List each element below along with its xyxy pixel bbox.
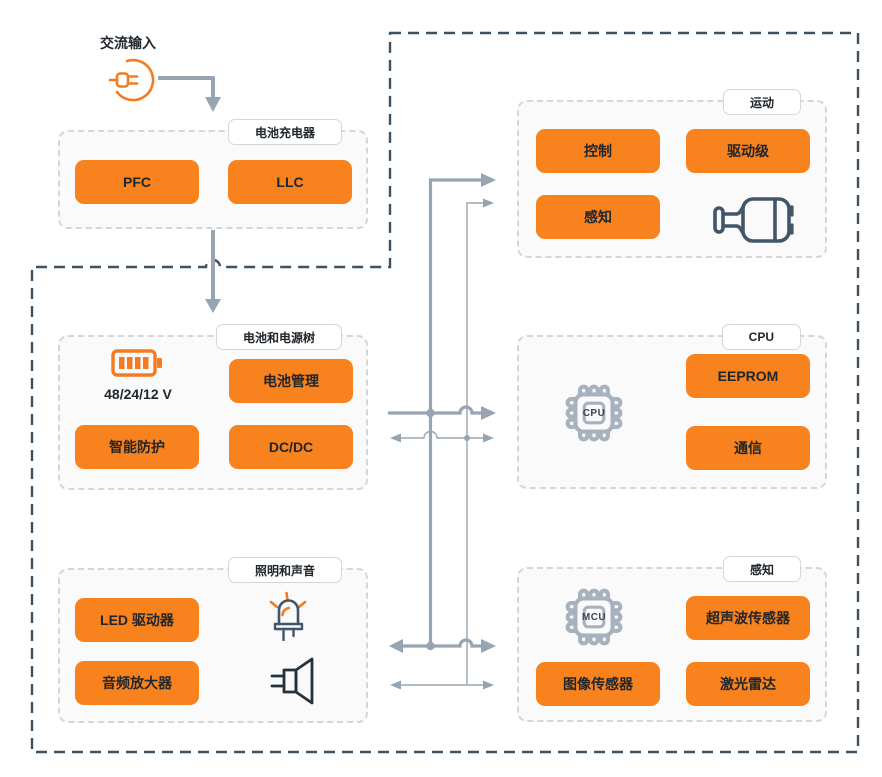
group-battery-power-tree-tab: 电池和电源树 [215, 324, 342, 350]
block-image-sensor[interactable]: 图像传感器 [536, 662, 660, 706]
led-lamp-icon [266, 589, 310, 641]
motor-icon [712, 192, 802, 247]
group-cpu-tab: CPU [721, 324, 801, 350]
block-dcdc[interactable]: DC/DC [229, 425, 353, 469]
mcu-chip-label: MCU [581, 611, 607, 623]
block-audio-amplifier[interactable]: 音频放大器 [75, 661, 199, 705]
group-motion-tab: 运动 [722, 89, 801, 115]
ac-plug-icon [108, 54, 160, 106]
mcu-chip-icon: MCU [562, 585, 626, 649]
block-llc[interactable]: LLC [228, 160, 352, 204]
charger-to-battery-arrow [205, 230, 221, 313]
block-ultrasonic-sensor[interactable]: 超声波传感器 [686, 596, 810, 640]
block-motion-control[interactable]: 控制 [536, 129, 660, 173]
battery-icon [111, 348, 165, 378]
cpu-chip-label: CPU [582, 407, 606, 419]
battery-voltage-indicator: 48/24/12 V [78, 348, 198, 402]
block-smart-protection[interactable]: 智能防护 [75, 425, 199, 469]
block-led-driver[interactable]: LED 驱动器 [75, 598, 199, 642]
group-battery-power-tree: 电池和电源树 电池管理 智能防护 DC/DC [58, 324, 368, 490]
group-lighting-sound-tab: 照明和声音 [227, 557, 342, 583]
group-cpu: CPU CPU EEPROM 通信 [517, 324, 827, 489]
block-battery-management[interactable]: 电池管理 [229, 359, 353, 403]
block-motion-sensing[interactable]: 感知 [536, 195, 660, 239]
signal-bus-thin [390, 198, 494, 690]
cpu-chip-icon: CPU [562, 381, 626, 445]
ac-to-charger-arrow [158, 76, 221, 112]
group-battery-charger-tab: 电池充电器 [227, 119, 342, 145]
block-eeprom[interactable]: EEPROM [686, 354, 810, 398]
group-sensing: 感知 MCU 超声波传感器 图像传感器 激光雷达 [517, 556, 827, 722]
block-drive-stage[interactable]: 驱动级 [686, 129, 810, 173]
group-motion: 运动 控制 驱动级 感知 [517, 89, 827, 258]
block-communication[interactable]: 通信 [686, 426, 810, 470]
group-sensing-tab: 感知 [722, 556, 801, 582]
group-battery-charger: 电池充电器 PFC LLC [58, 119, 368, 229]
block-pfc[interactable]: PFC [75, 160, 199, 204]
block-lidar[interactable]: 激光雷达 [686, 662, 810, 706]
battery-voltage-label: 48/24/12 V [104, 386, 172, 402]
robot-boundary-dashed [30, 31, 860, 754]
speaker-icon [269, 655, 317, 707]
power-bus-thick [388, 173, 496, 653]
ac-input-label: 交流输入 [100, 35, 156, 51]
group-lighting-sound: 照明和声音 LED 驱动器 音频放大器 [58, 557, 368, 723]
